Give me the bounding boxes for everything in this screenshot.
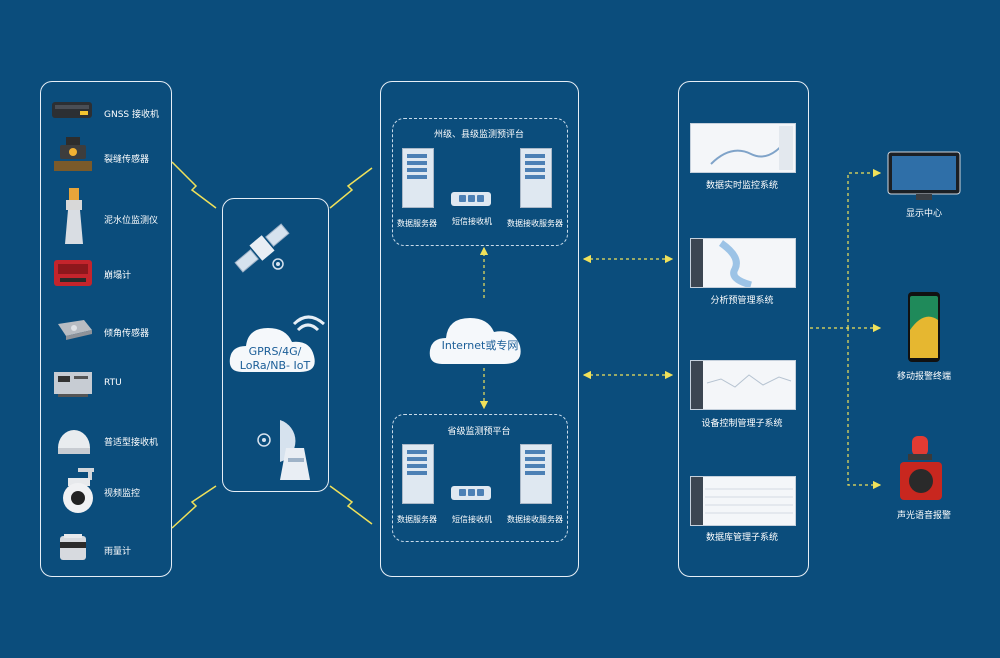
wireless-cloud-icon (229, 315, 325, 372)
sms-receiver-label-2: 短信接收机 (452, 515, 492, 524)
sms-receiver-label: 短信接收机 (452, 217, 492, 226)
rain-gauge-icon (60, 534, 86, 560)
device-label-dome-receiver: 普适型接收机 (104, 438, 159, 448)
internet-cloud-label: Internet或专网 (441, 339, 519, 352)
data-server-label: 数据服务器 (397, 219, 437, 228)
internet-cloud-icon (429, 318, 521, 364)
water-level-radar-icon (65, 188, 83, 244)
lightning-link-4 (329, 485, 373, 525)
terminal-label-mobile: 移动报警终端 (896, 372, 952, 382)
comm-panel (222, 198, 329, 492)
lightning-link-1 (171, 161, 217, 209)
data-server-icon (402, 148, 434, 208)
system-screenshot-database (690, 476, 796, 526)
systems-panel (678, 81, 809, 577)
siren-alarm-icon (900, 436, 942, 500)
data-receive-server-icon-2 (520, 444, 552, 504)
device-label-rtu: RTU (104, 378, 122, 388)
platform-panel (380, 81, 579, 577)
rtu-icon (54, 372, 92, 397)
system-screenshot-analysis (690, 238, 796, 288)
sms-receiver-icon (451, 192, 491, 206)
system-label-analysis: 分析预管理系统 (710, 296, 774, 306)
data-server-label-2: 数据服务器 (397, 515, 437, 524)
gnss-receiver-icon (52, 102, 92, 118)
data-receive-server-label-2: 数据接收服务器 (507, 515, 563, 524)
data-server-icon-2 (402, 444, 434, 504)
county-platform-box (392, 118, 568, 246)
device-label-collapse-meter: 崩塌计 (104, 271, 132, 281)
smartphone-icon (908, 292, 940, 362)
arrow-to-siren (847, 328, 882, 490)
province-platform-title: 省级监测预平台 (447, 427, 511, 437)
terminal-label-siren: 声光语音报警 (896, 511, 952, 521)
device-label-rain-gauge: 雨量计 (104, 547, 132, 557)
system-label-monitor: 数据实时监控系统 (705, 181, 779, 191)
system-screenshot-monitor (690, 123, 796, 173)
sensor-panel (40, 81, 172, 577)
tilt-sensor-icon (58, 320, 92, 340)
device-label-ptz-camera: 视频监控 (104, 489, 141, 499)
data-receive-server-icon (520, 148, 552, 208)
lightning-link-3 (329, 167, 373, 209)
data-receive-server-label: 数据接收服务器 (507, 219, 563, 228)
monitor-icon (887, 151, 961, 200)
terminal-label-display: 显示中心 (905, 209, 943, 219)
device-label-tilt-sensor: 倾角传感器 (104, 329, 150, 339)
device-label-gnss: GNSS 接收机 (104, 110, 159, 120)
lightning-link-2 (171, 485, 217, 529)
province-platform-box (392, 414, 568, 542)
ptz-camera-icon (63, 468, 94, 513)
satellite-icon (234, 223, 290, 273)
cloud-label-line1: GPRS/4G/ (248, 345, 302, 358)
device-label-water-level: 泥水位监测仪 (104, 216, 159, 226)
cloud-label-line2: LoRa/NB- IoT (239, 359, 311, 372)
system-label-database: 数据库管理子系统 (705, 533, 779, 543)
system-screenshot-device (690, 360, 796, 410)
collapse-meter-icon (54, 260, 92, 286)
device-label-crack-sensor: 裂缝传感器 (104, 155, 150, 165)
arrow-to-display (847, 168, 882, 328)
county-platform-title: 州级、县级监测预评台 (433, 130, 525, 140)
sms-receiver-icon-2 (451, 486, 491, 500)
ground-station-icon (257, 420, 310, 480)
crack-sensor-icon (54, 137, 92, 171)
system-label-device: 设备控制管理子系统 (701, 419, 783, 429)
dome-receiver-icon (58, 430, 90, 454)
